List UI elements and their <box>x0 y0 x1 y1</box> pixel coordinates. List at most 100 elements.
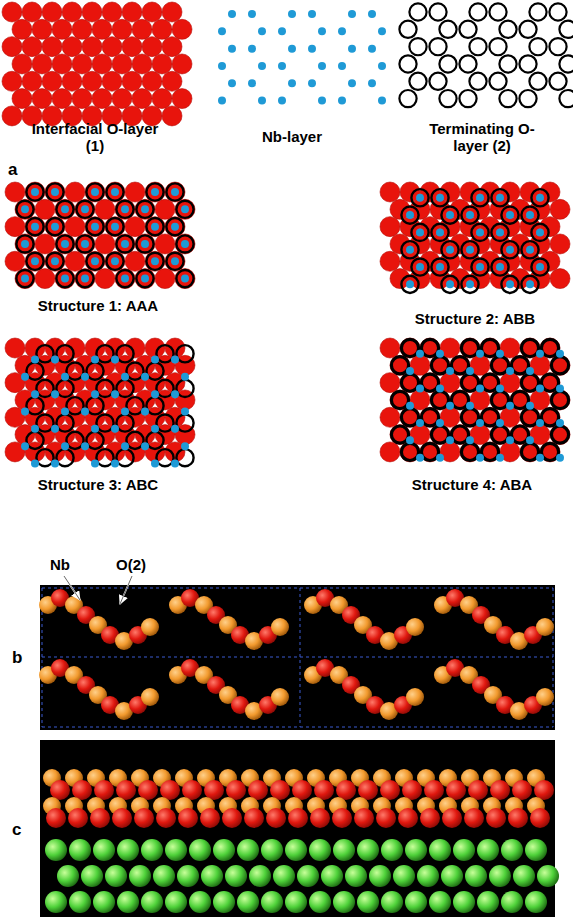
niobium-atom <box>416 228 424 236</box>
niobium-atom <box>496 384 504 392</box>
substrate-sphere <box>429 891 451 913</box>
niobium-atom <box>476 350 484 358</box>
niobium-atom <box>218 62 226 70</box>
niobium-atom <box>318 97 326 105</box>
terminating-oxygen <box>166 183 183 200</box>
niobium-atom <box>151 356 159 364</box>
oxygen-sphere <box>68 808 88 828</box>
structure-2-base <box>380 182 570 289</box>
oxygen-atom <box>85 338 105 358</box>
terminating-oxygen <box>106 218 123 235</box>
niobium-atom <box>278 97 286 105</box>
niobium-atom <box>81 275 89 283</box>
terminating-oxygen <box>469 73 486 90</box>
niobium-atom <box>436 350 444 358</box>
niobium-atom <box>121 442 129 450</box>
oxygen-sphere <box>446 780 466 800</box>
niobium-atom <box>51 425 59 433</box>
niobium-atom <box>536 228 544 236</box>
oxygen-atom <box>12 19 32 39</box>
niobium-atom <box>51 223 59 231</box>
substrate-sphere <box>249 865 271 887</box>
niobium-atom <box>181 442 189 450</box>
niobium-atom <box>436 419 444 427</box>
niobium-atom <box>121 275 129 283</box>
niobium-atom <box>81 373 89 381</box>
oxygen-atom <box>32 54 52 74</box>
oxygen-atom <box>55 234 75 254</box>
terminating-oxygen <box>439 90 456 107</box>
oxygen-atom <box>35 269 55 289</box>
niobium-layer <box>218 10 386 105</box>
oxygen-atom <box>15 234 35 254</box>
oxygen-atom <box>135 234 155 254</box>
oxygen-atom <box>165 217 185 237</box>
niobium-atom <box>141 275 149 283</box>
niobium-atom <box>308 10 316 18</box>
terminating-oxygen <box>461 206 478 223</box>
oxygen-atom <box>95 234 115 254</box>
niobium-atom <box>416 350 424 358</box>
niobium-atom <box>141 240 149 248</box>
niobium-atom <box>378 62 386 70</box>
model-background <box>40 740 555 917</box>
oxygen-atom <box>2 106 22 126</box>
oxygen-atom <box>145 338 165 358</box>
oxygen-atom <box>75 269 95 289</box>
terminating-oxygen <box>26 183 43 200</box>
oxygen-atom <box>65 338 85 358</box>
substrate-sphere <box>357 891 379 913</box>
niobium-atom <box>21 275 29 283</box>
oxygen-sphere <box>134 808 154 828</box>
niobium-sphere <box>406 618 424 636</box>
niobium-atom <box>466 246 474 254</box>
niobium-atom <box>171 459 179 467</box>
panel-b-model <box>39 585 555 730</box>
oxygen-atom <box>25 251 45 271</box>
substrate-sphere <box>441 865 463 887</box>
oxygen-atom <box>550 234 570 254</box>
niobium-atom <box>258 27 266 35</box>
oxygen-atom <box>72 89 92 109</box>
substrate-sphere <box>237 891 259 913</box>
oxygen-atom <box>25 338 45 358</box>
oxygen-atom <box>162 37 182 57</box>
terminating-oxygen <box>529 73 546 90</box>
substrate-sphere <box>333 839 355 861</box>
terminating-oxygen <box>411 224 428 241</box>
oxygen-sphere <box>424 780 444 800</box>
oxygen-atom <box>105 338 125 358</box>
oxygen-atom <box>175 234 195 254</box>
oxygen-atom <box>162 106 182 126</box>
terminating-oxygen <box>166 253 183 270</box>
terminating-oxygen <box>441 276 458 293</box>
niobium-atom <box>111 356 119 364</box>
niobium-atom <box>416 454 424 462</box>
niobium-atom <box>476 454 484 462</box>
substrate-sphere <box>501 839 523 861</box>
terminating-oxygen <box>549 38 566 55</box>
terminating-oxygen <box>106 253 123 270</box>
oxygen-atom <box>115 234 135 254</box>
oxygen-atom <box>102 71 122 91</box>
niobium-atom <box>476 194 484 202</box>
niobium-atom <box>536 384 544 392</box>
niobium-atom <box>348 10 356 18</box>
oxygen-atom <box>55 269 75 289</box>
niobium-atom <box>406 280 414 288</box>
oxygen-atom <box>550 390 570 410</box>
terminating-oxygen <box>56 270 73 287</box>
niobium-atom <box>318 62 326 70</box>
terminating-oxygen <box>489 38 506 55</box>
layer-caption: Nb-layer <box>232 128 352 145</box>
substrate-sphere <box>93 839 115 861</box>
substrate-sphere <box>477 839 499 861</box>
oxygen-atom <box>102 2 122 22</box>
structure-caption: Structure 1: AAA <box>3 297 193 314</box>
niobium-atom <box>406 436 414 444</box>
terminating-oxygen <box>176 235 193 252</box>
niobium-atom <box>121 205 129 213</box>
niobium-atom <box>111 223 119 231</box>
niobium-atom <box>141 408 149 416</box>
niobium-atom <box>91 459 99 467</box>
